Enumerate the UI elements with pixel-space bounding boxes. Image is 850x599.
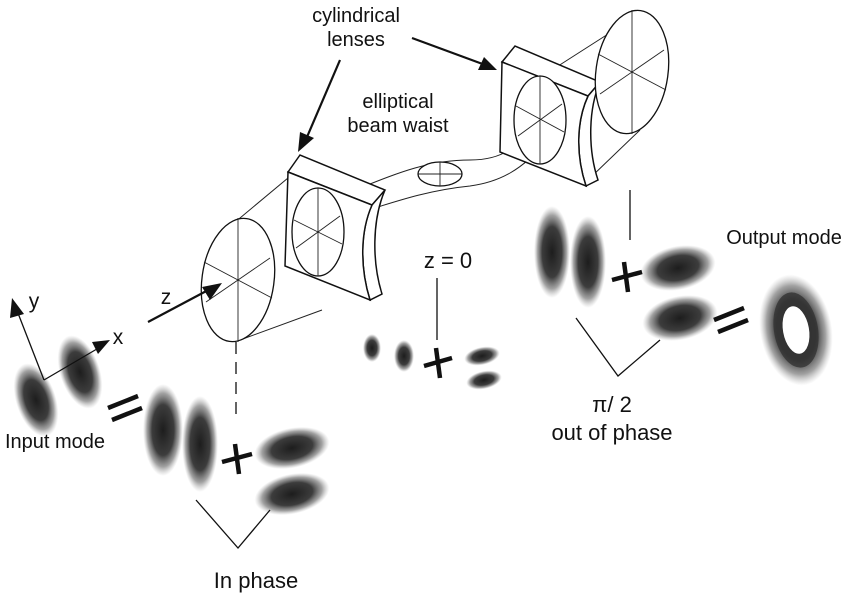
input-mode-pattern <box>13 335 103 437</box>
label-axis-y: y <box>29 290 40 313</box>
label-lenses: lenses <box>327 29 385 51</box>
pointer-arrows <box>147 36 497 323</box>
in-phase-modes <box>143 384 330 516</box>
label-in-phase: In phase <box>214 568 298 593</box>
plus-sign-waist <box>423 347 453 379</box>
in-phase-bracket <box>195 499 271 549</box>
label-cylindrical: cylindrical <box>312 5 400 27</box>
equals-sign-output <box>713 305 749 335</box>
input-axes <box>10 298 110 381</box>
cylindrical-lens-2 <box>499 45 602 188</box>
text-labels: cylindrical lenses elliptical beam waist… <box>5 5 842 593</box>
plus-sign-input <box>221 443 253 475</box>
input-aperture <box>200 217 276 343</box>
label-elliptical: elliptical <box>362 91 433 113</box>
output-aperture <box>594 9 670 135</box>
out-of-phase-modes <box>534 206 718 341</box>
label-axis-z: z <box>161 286 172 309</box>
label-z-zero: z = 0 <box>424 248 472 273</box>
label-beam-waist: beam waist <box>347 115 449 137</box>
cylindrical-lens-1 <box>284 154 387 302</box>
label-output-mode: Output mode <box>726 227 842 249</box>
label-pi-half: π/ 2 <box>592 392 632 417</box>
plus-sign-output <box>611 261 643 293</box>
drop-lines <box>235 190 631 416</box>
equals-sign-input <box>107 393 143 423</box>
output-mode-pattern <box>759 274 833 386</box>
label-input-mode: Input mode <box>5 431 105 453</box>
out-of-phase-bracket <box>575 317 661 377</box>
label-axis-x: x <box>113 326 124 349</box>
waist-modes <box>363 334 502 390</box>
label-out-of-phase: out of phase <box>551 420 672 445</box>
elliptical-beam-waist <box>417 161 463 187</box>
